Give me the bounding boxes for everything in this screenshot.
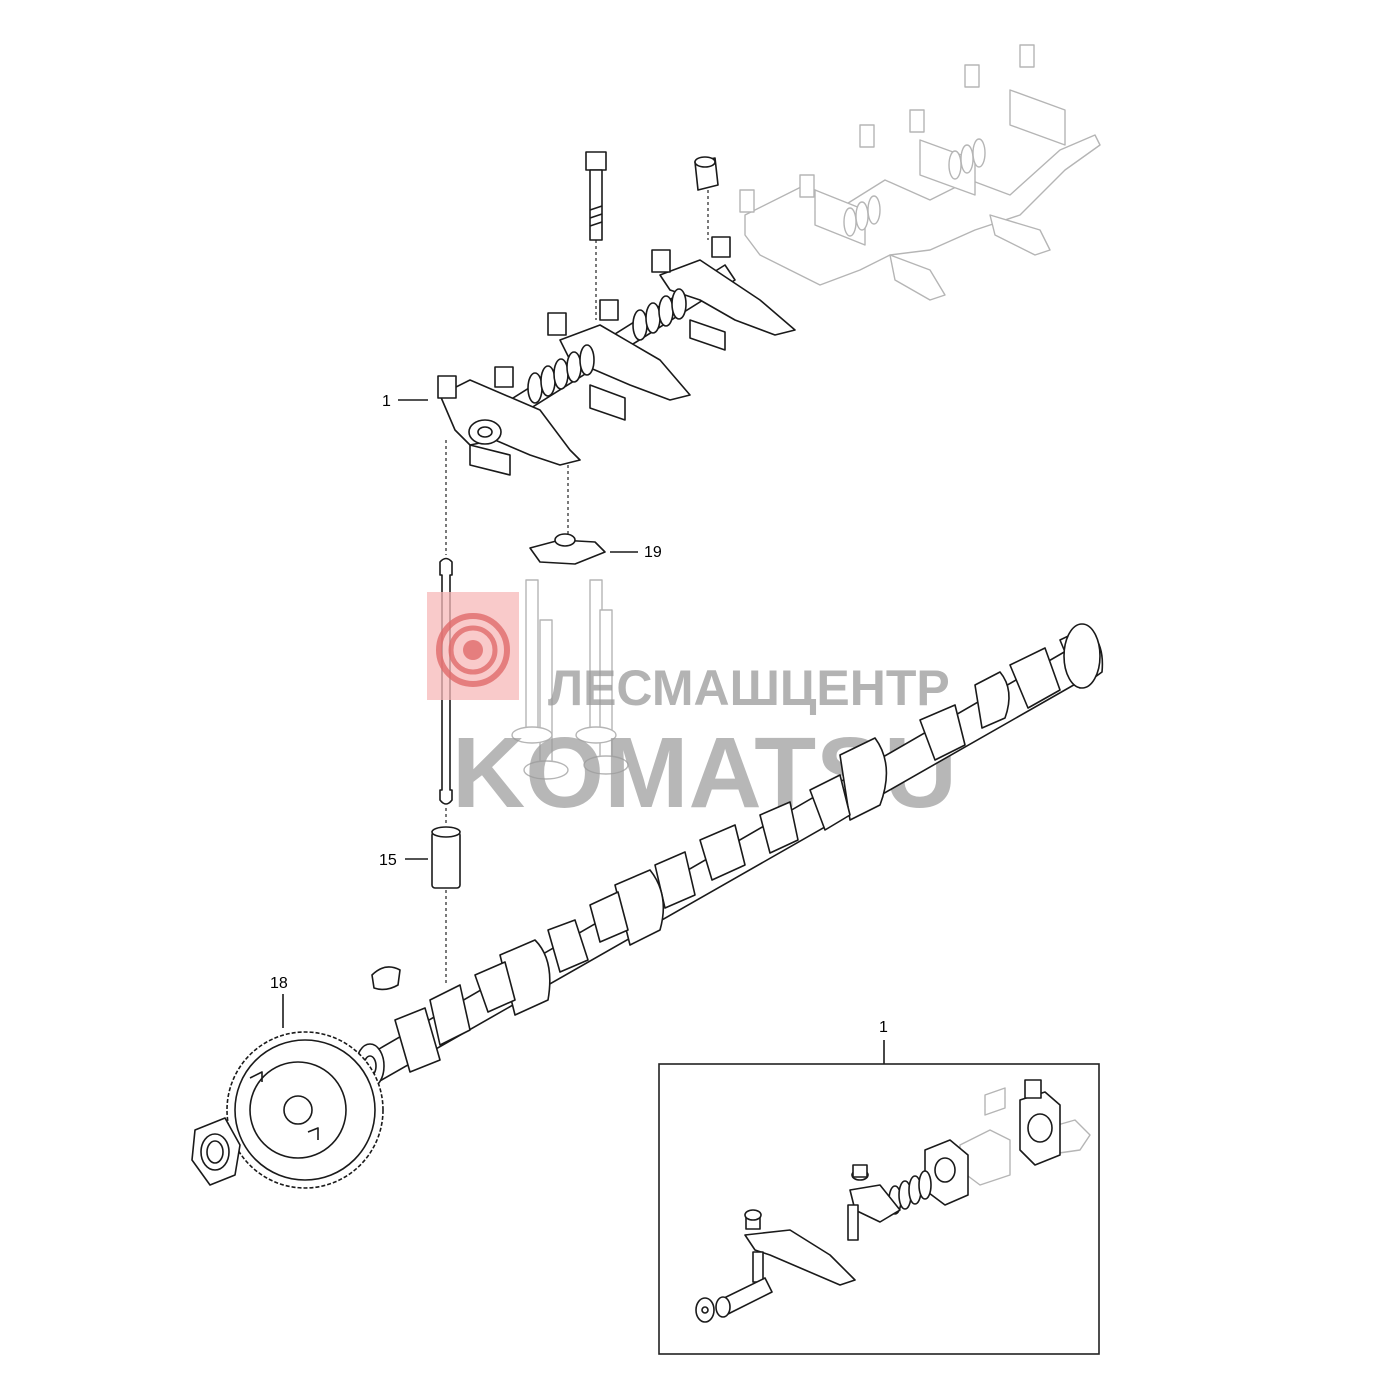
callout-label-1: 1 [382, 393, 391, 410]
inset-spring [888, 1170, 932, 1215]
valve-bridge [529, 533, 606, 565]
bolt [585, 151, 607, 241]
rocker-spring-1 [527, 344, 595, 404]
callout-rocker-assembly: 1 [382, 393, 428, 410]
camshaft [355, 623, 1104, 1089]
callout-tappet: 15 [379, 852, 428, 869]
hex-nut [191, 1117, 241, 1186]
cam-gear [226, 1031, 384, 1189]
inset-frame [658, 1063, 1100, 1355]
callout-label-15: 15 [379, 852, 397, 869]
rocker-arm-assembly [437, 236, 796, 476]
valves [511, 579, 629, 780]
callout-label-19: 19 [644, 544, 662, 561]
inset-detail: 1 [658, 1019, 1100, 1355]
callout-label-inset: 1 [879, 1019, 888, 1036]
woodruff-key [371, 966, 401, 991]
ghost-spring [843, 138, 986, 237]
watermark-company: ЛЕСМАШЦЕНТР [548, 660, 950, 716]
watermark: ЛЕСМАШЦЕНТР KOMATSU [427, 592, 957, 829]
callout-bridge: 19 [610, 544, 662, 561]
callout-label-18: 18 [270, 975, 288, 992]
nut [694, 156, 719, 191]
callout-gear: 18 [270, 975, 288, 1028]
rocker-spring-2 [632, 288, 687, 341]
tappet [431, 826, 461, 889]
ghost-rocker-assembly [739, 44, 1101, 301]
